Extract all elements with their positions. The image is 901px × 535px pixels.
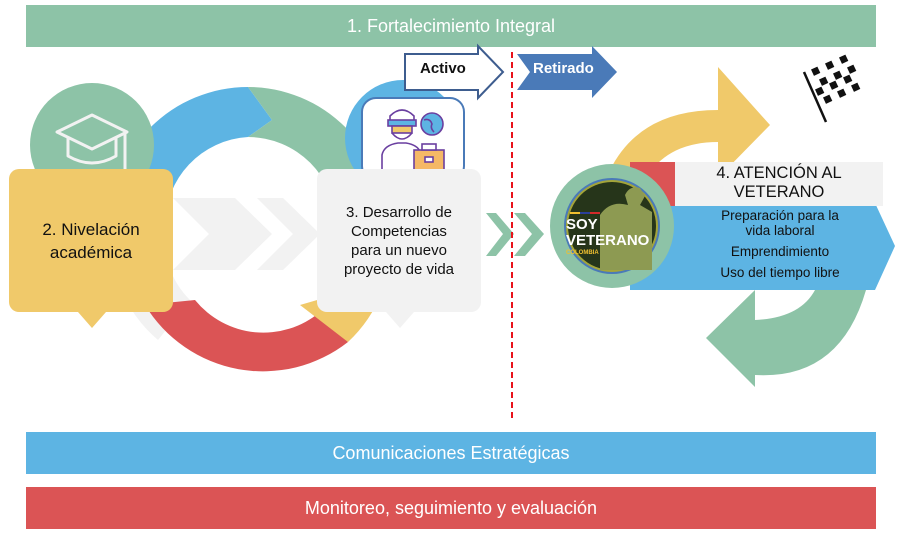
band-mon-label: Monitoreo, seguimiento y evaluación	[304, 497, 598, 518]
atencion-item-preparacion-line2: vida laboral	[745, 223, 815, 238]
desarrollo-box-tail	[386, 312, 414, 328]
atencion-title-line1: 4. ATENCIÓN AL	[716, 164, 842, 182]
green-double-chevron	[486, 213, 544, 256]
desarrollo-line4: proyecto de vida	[343, 260, 455, 278]
saluting-soldier-icon	[600, 187, 652, 270]
stage-nivelacion-academica: 2. Nivelación académica	[9, 169, 173, 312]
worker-briefcase-globe-icon	[381, 109, 445, 173]
atencion-items-list: Preparación para la vida laboral Emprend…	[672, 208, 888, 286]
atencion-title-line2: VETERANO	[733, 183, 825, 201]
activo-arrow	[404, 43, 505, 101]
stage-atencion-title: 4. ATENCIÓN AL VETERANO	[675, 162, 883, 206]
nivelacion-line1: 2. Nivelación	[42, 219, 140, 239]
blue-info-arrow	[630, 203, 895, 290]
chevron-2	[257, 198, 320, 270]
green-curved-arrow	[706, 290, 866, 387]
atencion-item-emprendimiento: Emprendimiento	[730, 244, 830, 259]
logo-soy: SOY	[566, 216, 598, 233]
atencion-item-tiempo-libre: Uso del tiempo libre	[720, 265, 840, 280]
logo-veterano: VETERANO	[566, 232, 650, 249]
band-monitoreo: Monitoreo, seguimiento y evaluación	[26, 487, 876, 529]
retirado-arrow	[517, 46, 617, 98]
worker-icon-card	[361, 97, 465, 181]
atencion-item-preparacion-line1: Preparación para la	[721, 208, 839, 223]
logo-colombia: COLOMBIA	[566, 250, 599, 256]
gray-chevrons	[173, 198, 320, 270]
yellow-curved-arrow	[610, 67, 770, 178]
stage-desarrollo-competencias: 3. Desarrollo de Competencias para un nu…	[317, 169, 481, 312]
nivelacion-line2: académica	[49, 242, 133, 262]
band-comm-label: Comunicaciones Estratégicas	[332, 442, 570, 463]
soy-veterano-logo	[550, 164, 674, 288]
desarrollo-line1: 3. Desarrollo de	[346, 203, 452, 221]
desarrollo-line3: para un nuevo	[351, 241, 447, 259]
band-fortalecimiento-integral: 1. Fortalecimiento Integral	[26, 5, 876, 47]
band-top-label: 1. Fortalecimiento Integral	[346, 15, 556, 36]
activo-label: Activo	[420, 60, 466, 77]
chevron-1	[173, 198, 272, 270]
nivelacion-box-tail	[78, 312, 106, 328]
band-comunicaciones-estrategicas: Comunicaciones Estratégicas	[26, 432, 876, 474]
retirado-label: Retirado	[533, 60, 594, 77]
atencion-item-preparacion: Preparación para la vida laboral	[672, 208, 888, 238]
desarrollo-line2: Competencias	[351, 222, 447, 240]
checkered-flag-icon	[802, 54, 861, 123]
ring-segment-red	[145, 300, 348, 372]
